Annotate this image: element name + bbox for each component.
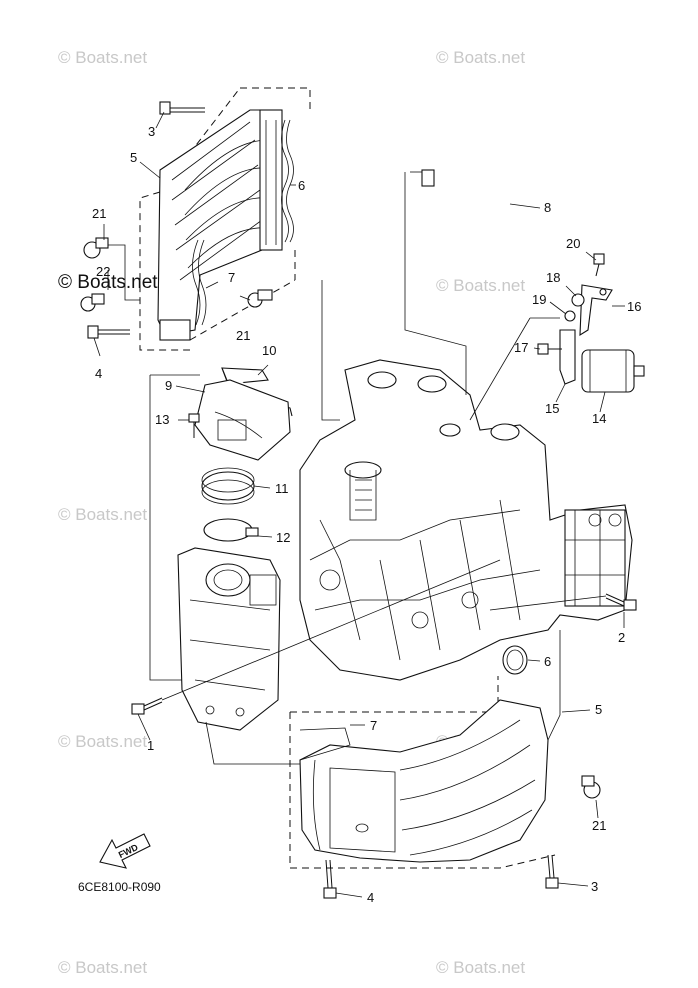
- watermark-lower-left: © Boats.net: [58, 732, 148, 751]
- throttle-body: [177, 547, 281, 731]
- callout-17: 17: [514, 340, 528, 355]
- callout-20: 20: [566, 236, 580, 251]
- callout-8: 8: [544, 200, 551, 215]
- intake-manifold-lower: [289, 676, 556, 869]
- fwd-arrow-icon: FWD: [99, 833, 151, 869]
- gasket-upper-secondary: [192, 239, 207, 326]
- bolt-4-upper: [87, 325, 130, 339]
- callout-15: 15: [545, 401, 559, 416]
- callout-21-upper-left: 21: [92, 206, 106, 221]
- intake-manifold-upper: [139, 87, 311, 351]
- watermark-mid-right: © Boats.net: [436, 276, 526, 295]
- watermark-prominent: © Boats.net: [58, 272, 158, 293]
- callout-3-lower: 3: [591, 879, 598, 894]
- watermark-top-right: © Boats.net: [436, 48, 526, 67]
- clamp-21-left: [80, 237, 109, 312]
- callout-6-upper: 6: [298, 178, 305, 193]
- leader-lines: [93, 111, 625, 898]
- clamp-12: [203, 518, 259, 542]
- watermark-bottom-left: © Boats.net: [58, 958, 148, 977]
- bolt-3-lower: [545, 854, 559, 889]
- reference-lines: [108, 171, 607, 765]
- callout-12: 12: [276, 530, 290, 545]
- bolt-4-lower: [323, 859, 337, 899]
- callout-5-lower: 5: [595, 702, 602, 717]
- callout-16: 16: [627, 299, 641, 314]
- hose-8: [335, 168, 514, 293]
- screw-13: [188, 413, 200, 438]
- callout-19: 19: [532, 292, 546, 307]
- grommet-18-19: [564, 293, 585, 322]
- gasket-upper: [281, 119, 294, 243]
- callout-4-upper: 4: [95, 366, 102, 381]
- bolt-3-upper: [159, 101, 205, 115]
- callout-3-upper: 3: [148, 124, 155, 139]
- callout-10: 10: [262, 343, 276, 358]
- bolt-1: [131, 697, 163, 715]
- callout-18: 18: [546, 270, 560, 285]
- callout-2: 2: [618, 630, 625, 645]
- bolt-20: [593, 253, 605, 277]
- callout-5-upper: 5: [130, 150, 137, 165]
- fuel-filter-14: [581, 349, 645, 393]
- callout-14: 14: [592, 411, 606, 426]
- gasket-9: [194, 379, 291, 461]
- watermark-bottom-right: © Boats.net: [436, 958, 526, 977]
- callout-22: 22: [96, 264, 110, 279]
- stay-15: [559, 329, 576, 385]
- callout-21-lower: 21: [592, 818, 606, 833]
- bolt-2: [605, 593, 637, 611]
- engine-block: [299, 359, 633, 681]
- callout-21-center: 21: [236, 328, 250, 343]
- callout-9: 9: [165, 378, 172, 393]
- callout-7-lower: 7: [370, 718, 377, 733]
- callout-7-upper: 7: [228, 270, 235, 285]
- callout-1: 1: [147, 738, 154, 753]
- callout-11: 11: [275, 481, 289, 496]
- bracket-16: [579, 284, 613, 337]
- bolt-17: [537, 343, 562, 355]
- seal-11: [201, 467, 255, 505]
- diagram-code: 6CE8100-R090: [78, 880, 161, 894]
- callout-6-lower: 6: [544, 654, 551, 669]
- clamp-21-upper-center: [247, 289, 273, 308]
- watermark-mid-left: © Boats.net: [58, 505, 148, 524]
- watermark-top-left: © Boats.net: [58, 48, 148, 67]
- clamp-21-lower: [581, 775, 601, 799]
- callout-13: 13: [155, 412, 169, 427]
- callout-4-lower: 4: [367, 890, 374, 905]
- gasket-lower: [502, 645, 528, 675]
